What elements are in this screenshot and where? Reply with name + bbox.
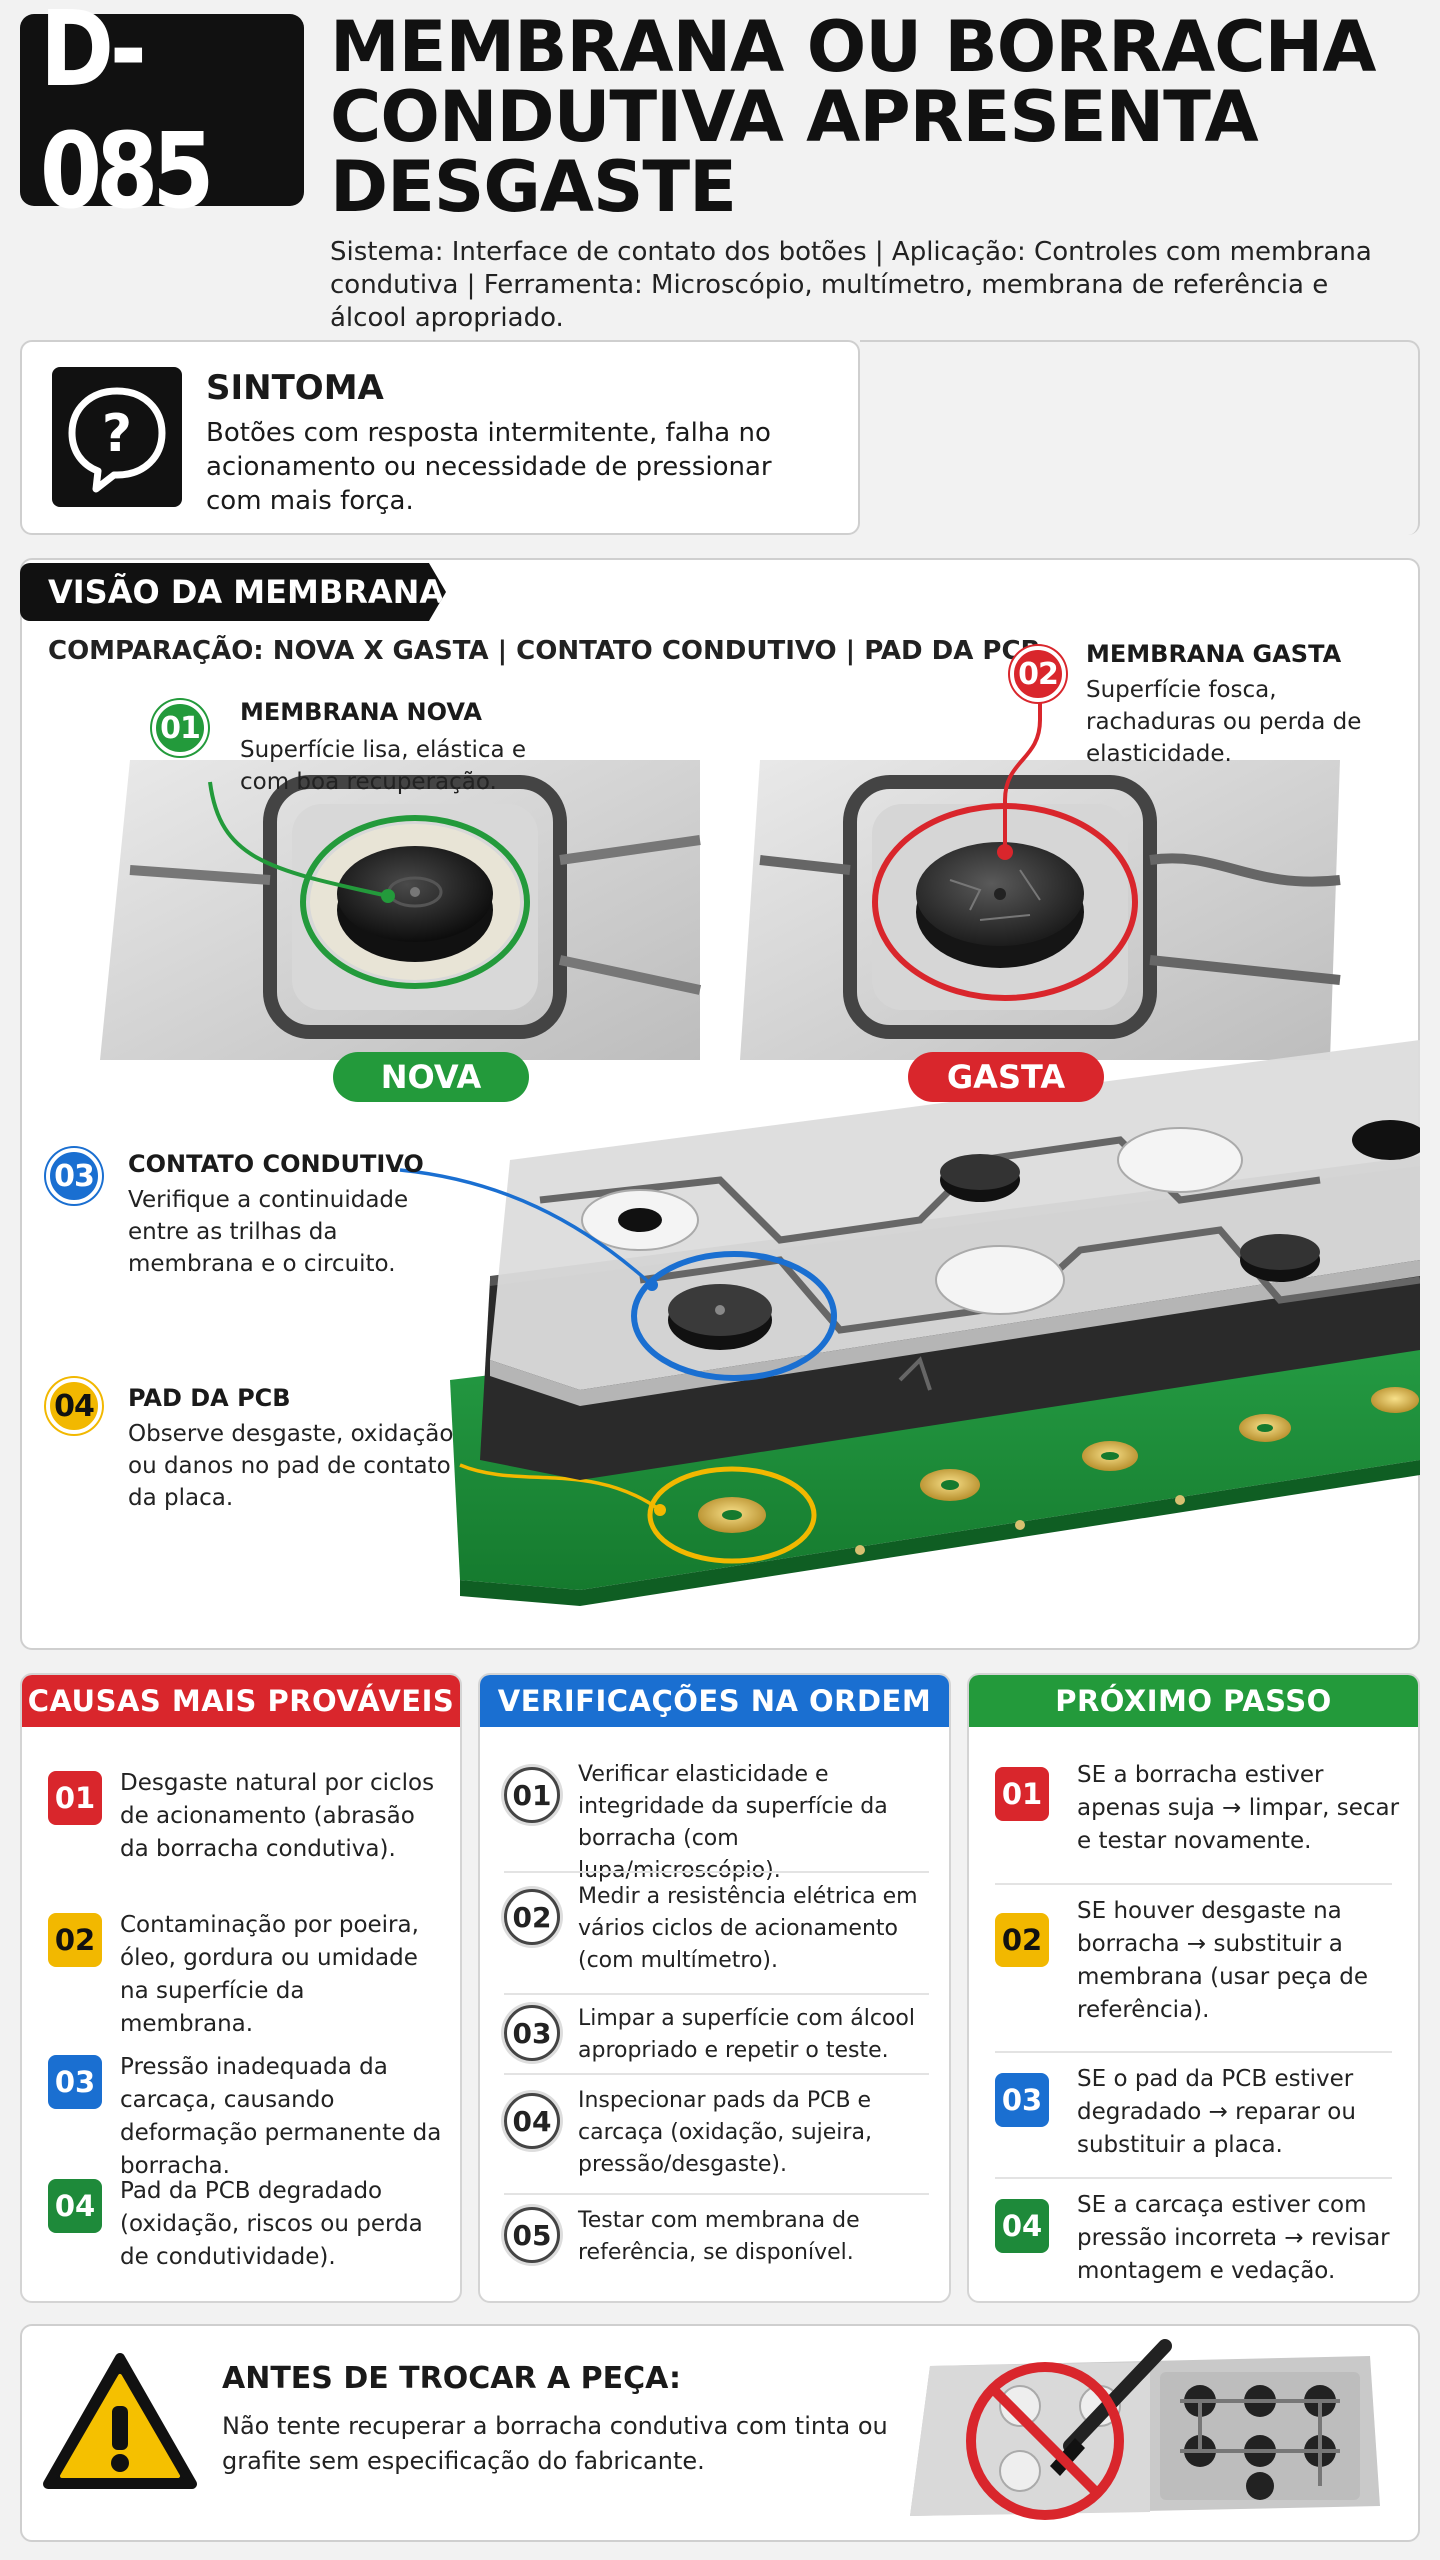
callout-03-badge: 03 [46, 1148, 102, 1204]
check-number: 05 [504, 2207, 560, 2263]
cause-number: 02 [48, 1913, 102, 1967]
check-text: Medir a resistência elétrica em vários c… [578, 1884, 918, 1973]
checks-panel: VERIFICAÇÕES NA ORDEM 01 Verificar elast… [478, 1673, 951, 2303]
cause-text: Contaminação por poeira, óleo, gordura o… [120, 1912, 419, 2037]
check-text: Inspecionar pads da PCB e carcaça (oxida… [578, 2088, 872, 2177]
question-bubble-icon: ? [52, 367, 182, 507]
callout-04-badge: 04 [46, 1378, 102, 1434]
cause-text: Desgaste natural por ciclos de acionamen… [120, 1770, 435, 1862]
next-text: SE houver desgaste na borracha → substit… [1077, 1898, 1369, 2023]
membrane-view-header: VISÃO DA MEMBRANA [20, 563, 446, 621]
new-membrane-photo [100, 760, 702, 1060]
no-paint-icon [910, 2339, 1380, 2520]
symptom-title: SINTOMA [206, 368, 384, 408]
cause-number: 04 [48, 2179, 102, 2233]
divider [995, 2177, 1392, 2179]
next-text: SE a borracha estiver apenas suja → limp… [1077, 1762, 1400, 1854]
next-text: SE a carcaça estiver com pressão incorre… [1077, 2192, 1390, 2284]
cause-text: Pad da PCB degradado (oxidação, riscos o… [120, 2178, 423, 2270]
code-badge: D-085 [20, 0, 304, 232]
callout-01-badge: 01 [152, 700, 208, 756]
symptom-card: ? SINTOMA Botões com resposta intermiten… [20, 340, 860, 535]
check-number: 01 [504, 1767, 560, 1823]
label-gasta: GASTA [908, 1052, 1104, 1102]
warning-title: ANTES DE TROCAR A PEÇA: [222, 2361, 681, 2396]
next-step-panel: PRÓXIMO PASSO 01 SE a borracha estiver a… [967, 1673, 1420, 2303]
cause-number: 01 [48, 1771, 102, 1825]
callout-03-text: Verifique a continuidade entre as trilha… [128, 1187, 409, 1277]
svg-text:?: ? [102, 404, 132, 464]
check-number: 02 [504, 1889, 560, 1945]
next-step-header: PRÓXIMO PASSO [969, 1675, 1418, 1727]
callout-02-title: MEMBRANA GASTA [1086, 640, 1342, 668]
page-title: MEMBRANA OU BORRACHA CONDUTIVA APRESENTA… [330, 12, 1420, 222]
check-number: 03 [504, 2005, 560, 2061]
membrane-view-subtitle: COMPARAÇÃO: NOVA X GASTA | CONTATO CONDU… [48, 636, 1041, 666]
callout-03-title: CONTATO CONDUTIVO [128, 1150, 424, 1178]
check-number: 04 [504, 2093, 560, 2149]
membrane-layer [399, 1040, 1420, 1406]
title-line-2: CONDUTIVA APRESENTA [330, 76, 1259, 158]
divider [995, 1883, 1392, 1885]
check-text: Verificar elasticidade e integridade da … [578, 1762, 888, 1883]
causes-panel: CAUSAS MAIS PROVÁVEIS 01 Desgaste natura… [20, 1673, 462, 2303]
check-text: Testar com membrana de referência, se di… [578, 2208, 860, 2265]
divider [504, 1871, 929, 1873]
divider [504, 2193, 929, 2195]
divider [995, 2051, 1392, 2053]
callout-02-badge: 02 [1010, 646, 1066, 702]
membrane-illustration [100, 695, 1420, 1606]
worn-membrane-photo [740, 695, 1341, 1060]
symptom-frame-extension [860, 340, 1420, 535]
next-number: 03 [995, 2073, 1049, 2127]
cause-number: 03 [48, 2055, 102, 2109]
callout-01-text: Superfície lisa, elástica e com boa recu… [240, 737, 527, 795]
title-line-3: DESGASTE [330, 146, 737, 228]
next-number: 02 [995, 1913, 1049, 1967]
next-number: 04 [995, 2199, 1049, 2253]
symptom-text: Botões com resposta intermitente, falha … [206, 418, 772, 516]
cause-text: Pressão inadequada da carcaça, causando … [120, 2054, 442, 2179]
divider [504, 2073, 929, 2075]
warning-triangle-icon [43, 2353, 197, 2489]
meta-info: Sistema: Interface de contato dos botões… [330, 237, 1372, 333]
divider [504, 1993, 929, 1995]
check-text: Limpar a superfície com álcool apropriad… [578, 2006, 916, 2063]
title-line-1: MEMBRANA OU BORRACHA [330, 6, 1376, 88]
label-nova: NOVA [333, 1052, 529, 1102]
callout-04-text: Observe desgaste, oxidação ou danos no p… [128, 1421, 454, 1511]
causes-header: CAUSAS MAIS PROVÁVEIS [22, 1675, 460, 1727]
next-number: 01 [995, 1767, 1049, 1821]
warning-text: Não tente recuperar a borracha condutiva… [222, 2412, 888, 2475]
callout-02-text: Superfície fosca, rachaduras ou perda de… [1086, 677, 1362, 767]
callout-01-title: MEMBRANA NOVA [240, 698, 482, 726]
callout-04-title: PAD DA PCB [128, 1384, 291, 1412]
checks-header: VERIFICAÇÕES NA ORDEM [480, 1675, 949, 1727]
next-text: SE o pad da PCB estiver degradado → repa… [1077, 2066, 1356, 2158]
code-label: D-085 [39, 0, 215, 232]
